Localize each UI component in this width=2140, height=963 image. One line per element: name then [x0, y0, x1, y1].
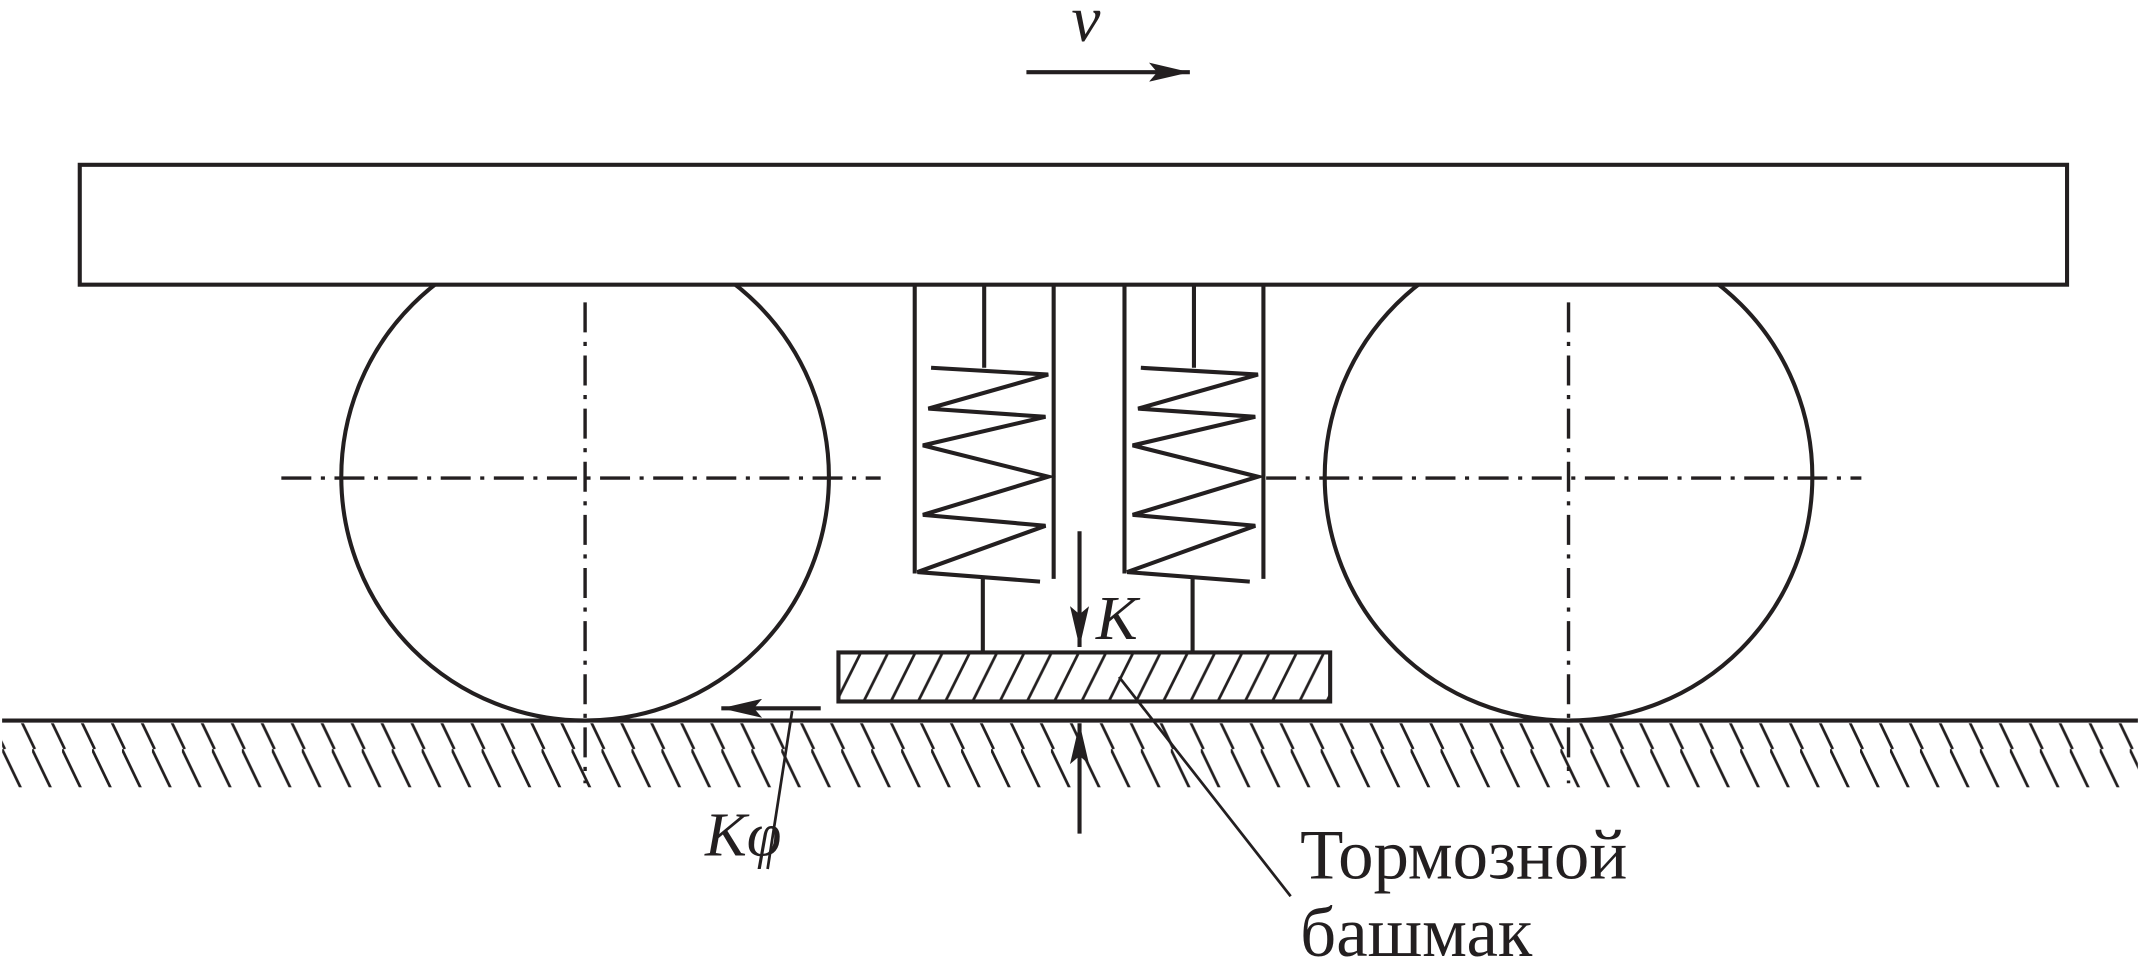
friction-force-arrow: Kφ	[704, 698, 821, 869]
velocity-arrow: v	[1026, 0, 1190, 82]
ground	[2, 718, 2138, 788]
spring-icon	[1126, 365, 1266, 584]
friction-force-label: Kφ	[704, 799, 781, 869]
pressing-force-arrow: K	[1070, 531, 1141, 653]
spring-icon	[916, 365, 1056, 584]
centerlines	[281, 302, 1862, 784]
brake-shoe	[836, 650, 1333, 704]
shoe-label-line1: Тормозной	[1300, 817, 1627, 895]
shoe-label-line2: башмак	[1300, 894, 1533, 963]
spring-assembly-right	[1122, 284, 1266, 653]
vehicle-body	[77, 162, 2070, 287]
shoe-callout: Тормозной башмак	[1117, 676, 1627, 963]
pressing-force-label: K	[1095, 583, 1141, 653]
velocity-label: v	[1071, 0, 1101, 56]
spring-assembly-left	[912, 284, 1056, 653]
